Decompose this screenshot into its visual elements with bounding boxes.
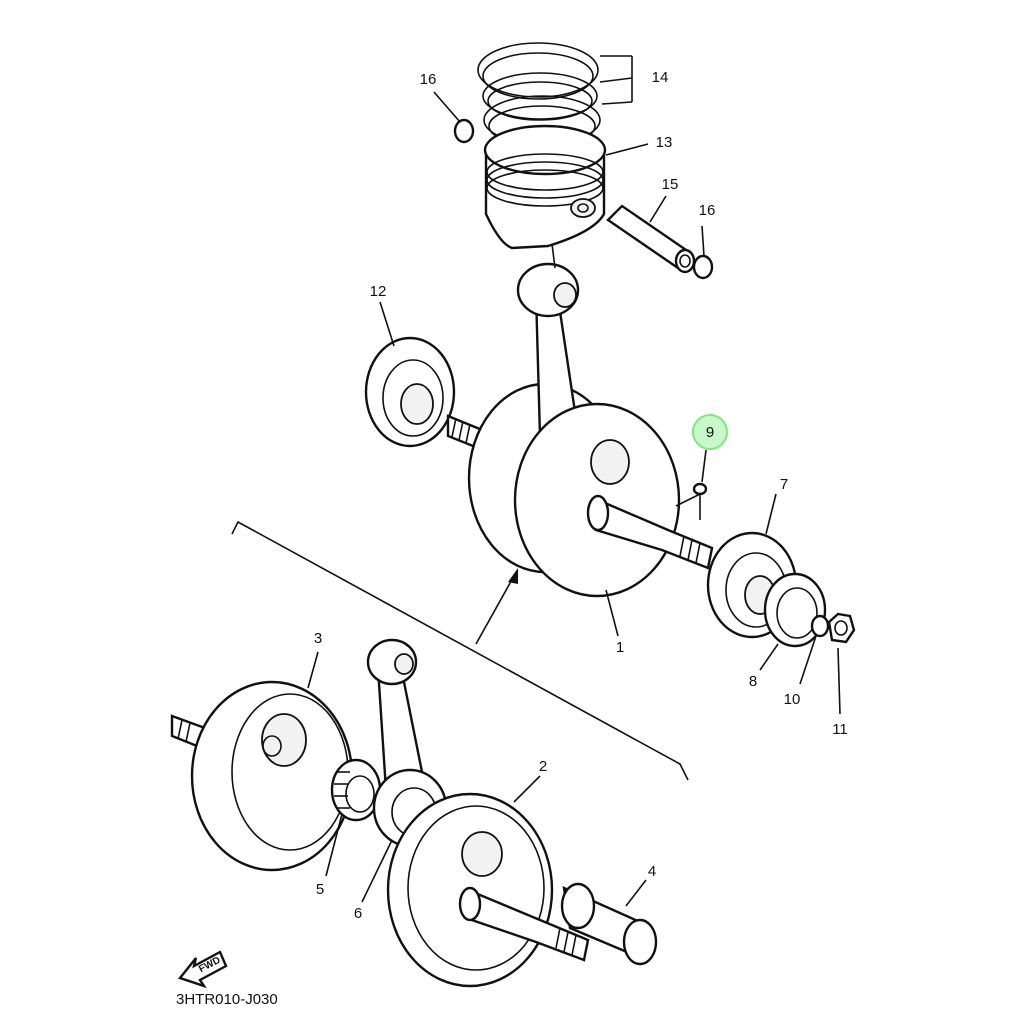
crank-pin[interactable]	[560, 882, 658, 966]
washer[interactable]	[810, 614, 830, 638]
label-14: 14	[652, 69, 669, 86]
part-labels: 14 16 13 15 16 12 9 7 1 8 10 11 3 2 4 5 …	[314, 69, 848, 922]
piston[interactable]	[483, 124, 607, 250]
fwd-arrow-icon: FWD	[177, 950, 228, 989]
nut[interactable]	[827, 612, 856, 644]
highlight-marker-9	[692, 414, 728, 450]
label-13: 13	[656, 134, 673, 151]
piston-pin[interactable]	[606, 204, 696, 274]
label-16-left: 16	[420, 71, 437, 88]
oil-seal[interactable]	[763, 572, 827, 648]
label-11: 11	[832, 721, 848, 738]
circlip-left[interactable]	[453, 118, 475, 144]
drawing-code: 3HTR010-J030	[176, 991, 278, 1008]
assembly-arrow-line	[475, 575, 515, 645]
piston-rings[interactable]	[477, 42, 601, 147]
assembly-arrow-head	[508, 568, 518, 584]
label-1: 1	[616, 639, 624, 656]
label-5: 5	[316, 881, 324, 898]
assembly-bracket	[231, 520, 689, 781]
circlip-right[interactable]	[692, 254, 714, 280]
label-7: 7	[780, 476, 788, 493]
woodruff-key[interactable]	[692, 482, 708, 496]
crank-half-left[interactable]	[170, 680, 354, 872]
label-2: 2	[539, 758, 547, 775]
bearing-left[interactable]	[364, 336, 456, 448]
needle-bearing[interactable]	[330, 758, 382, 822]
label-8: 8	[749, 673, 757, 690]
label-10: 10	[784, 691, 801, 708]
label-9: 9	[706, 424, 714, 441]
leader-lines	[307, 55, 841, 907]
label-12: 12	[370, 283, 387, 300]
label-6: 6	[354, 905, 362, 922]
crankshaft-assembly[interactable]	[446, 262, 714, 598]
crank-half-right[interactable]	[386, 792, 590, 988]
label-15: 15	[662, 176, 679, 193]
label-3: 3	[314, 630, 322, 647]
label-16-right: 16	[699, 202, 716, 219]
label-4: 4	[648, 863, 656, 880]
